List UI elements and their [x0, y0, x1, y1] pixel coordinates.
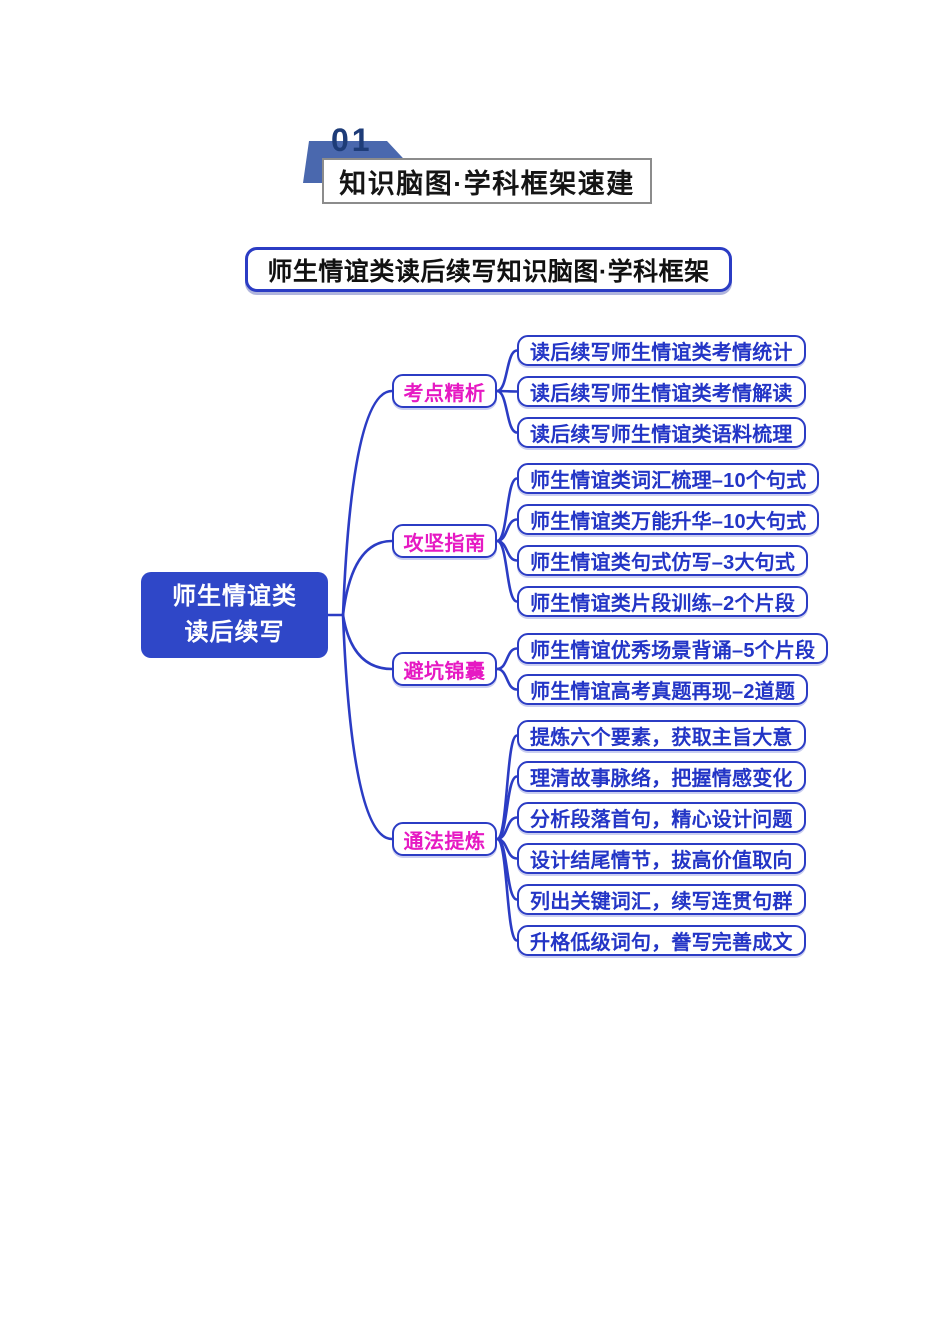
- leaf-node: 师生情谊类词汇梳理–10个句式: [517, 463, 820, 494]
- root-node: 师生情谊类 读后续写: [141, 572, 328, 658]
- branch-node-1: 考点精析: [392, 374, 497, 408]
- mindmap-title-box: 师生情谊类读后续写知识脑图·学科框架: [245, 247, 732, 292]
- leaf-node: 师生情谊高考真题再现–2道题: [517, 674, 809, 705]
- leaf-node: 师生情谊优秀场景背诵–5个片段: [517, 633, 829, 664]
- leaf-node: 分析段落首句，精心设计问题: [517, 802, 806, 833]
- leaf-node: 师生情谊类片段训练–2个片段: [517, 586, 809, 617]
- section-title: 知识脑图·学科框架速建: [339, 168, 635, 199]
- leaf-node: 师生情谊类句式仿写–3大句式: [517, 545, 809, 576]
- branch-node-2: 攻坚指南: [392, 524, 497, 558]
- leaf-node: 升格低级词句，誊写完善成文: [517, 925, 806, 956]
- leaf-node: 读后续写师生情谊类考情统计: [517, 335, 806, 366]
- leaf-node: 读后续写师生情谊类语料梳理: [517, 417, 806, 448]
- leaf-node: 提炼六个要素，获取主旨大意: [517, 720, 806, 751]
- mindmap-title: 师生情谊类读后续写知识脑图·学科框架: [267, 257, 710, 286]
- leaf-node: 读后续写师生情谊类考情解读: [517, 376, 806, 407]
- leaf-node: 设计结尾情节，拔高价值取向: [517, 843, 806, 874]
- leaf-node: 列出关键词汇，续写连贯句群: [517, 884, 806, 915]
- section-title-box: 知识脑图·学科框架速建: [322, 158, 652, 204]
- branch-node-3: 避坑锦囊: [392, 652, 497, 686]
- leaf-node: 理清故事脉络，把握情感变化: [517, 761, 806, 792]
- section-number: 01: [331, 122, 373, 158]
- leaf-node: 师生情谊类万能升华–10大句式: [517, 504, 820, 535]
- branch-node-4: 通法提炼: [392, 822, 497, 856]
